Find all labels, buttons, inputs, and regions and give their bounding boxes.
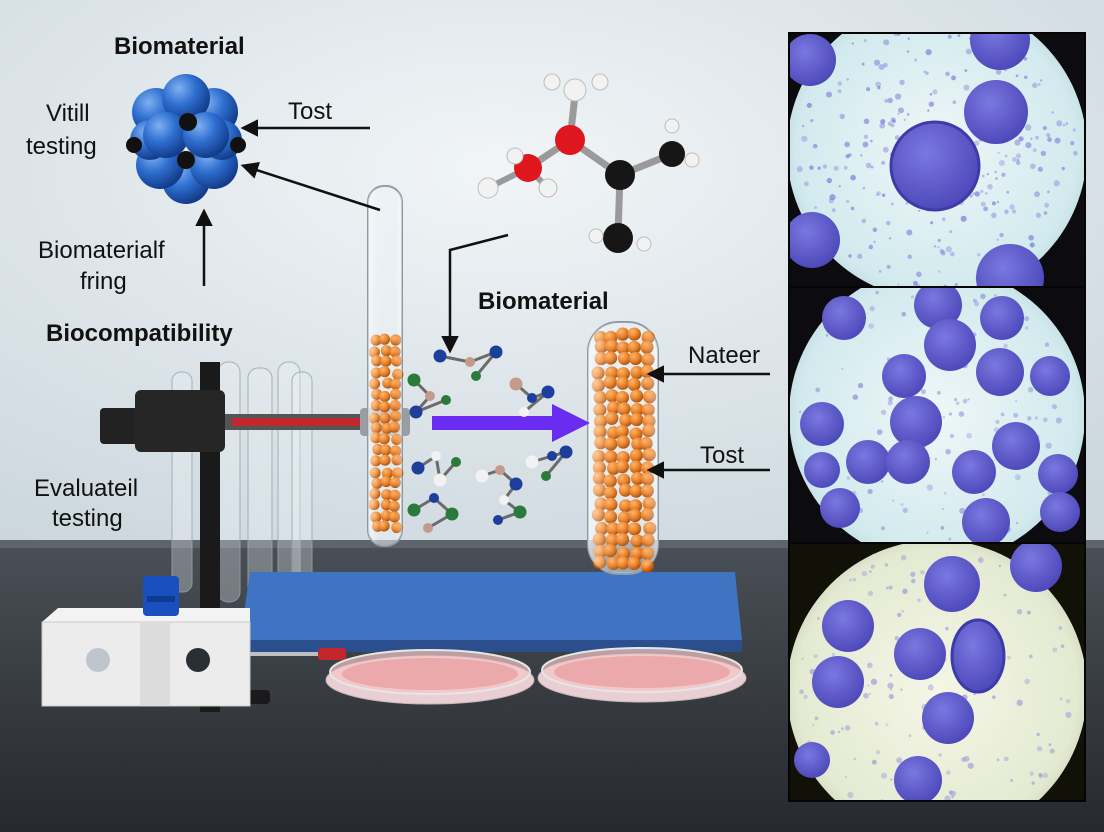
transfer-arrow <box>432 404 590 442</box>
label-vitill-testing: testing <box>26 133 97 160</box>
label-biomaterial-mid: Biomaterial <box>478 288 609 315</box>
label-biomaterial-top: Biomaterial <box>114 33 245 60</box>
micrograph-panel-3 <box>790 544 1084 800</box>
molecule-icon <box>407 345 573 533</box>
micrograph-icon <box>790 34 1084 286</box>
label-vitill: Vitill <box>46 100 90 127</box>
label-tost-top: Tost <box>288 98 333 125</box>
petri-dishes <box>325 647 747 705</box>
label-evaluateil-testing: testing <box>52 505 123 532</box>
label-evaluateil: Evaluateil <box>34 475 139 502</box>
test-tube-right <box>587 321 659 575</box>
micrograph-panel-2 <box>790 288 1084 542</box>
sample-box <box>41 576 346 707</box>
test-tube-icon <box>367 185 404 547</box>
ball-stick-molecule <box>477 73 700 253</box>
label-arrows <box>195 119 770 479</box>
label-nateer: Nateer <box>688 342 761 369</box>
label-fring: fring <box>80 268 127 295</box>
label-biocompatibility: Biocompatibility <box>46 320 233 347</box>
blue-tray <box>240 572 742 652</box>
label-biomaterialf: Biomaterialf <box>38 237 165 264</box>
label-tost-right: Tost <box>700 442 745 469</box>
atom-cluster-icon <box>126 74 246 204</box>
